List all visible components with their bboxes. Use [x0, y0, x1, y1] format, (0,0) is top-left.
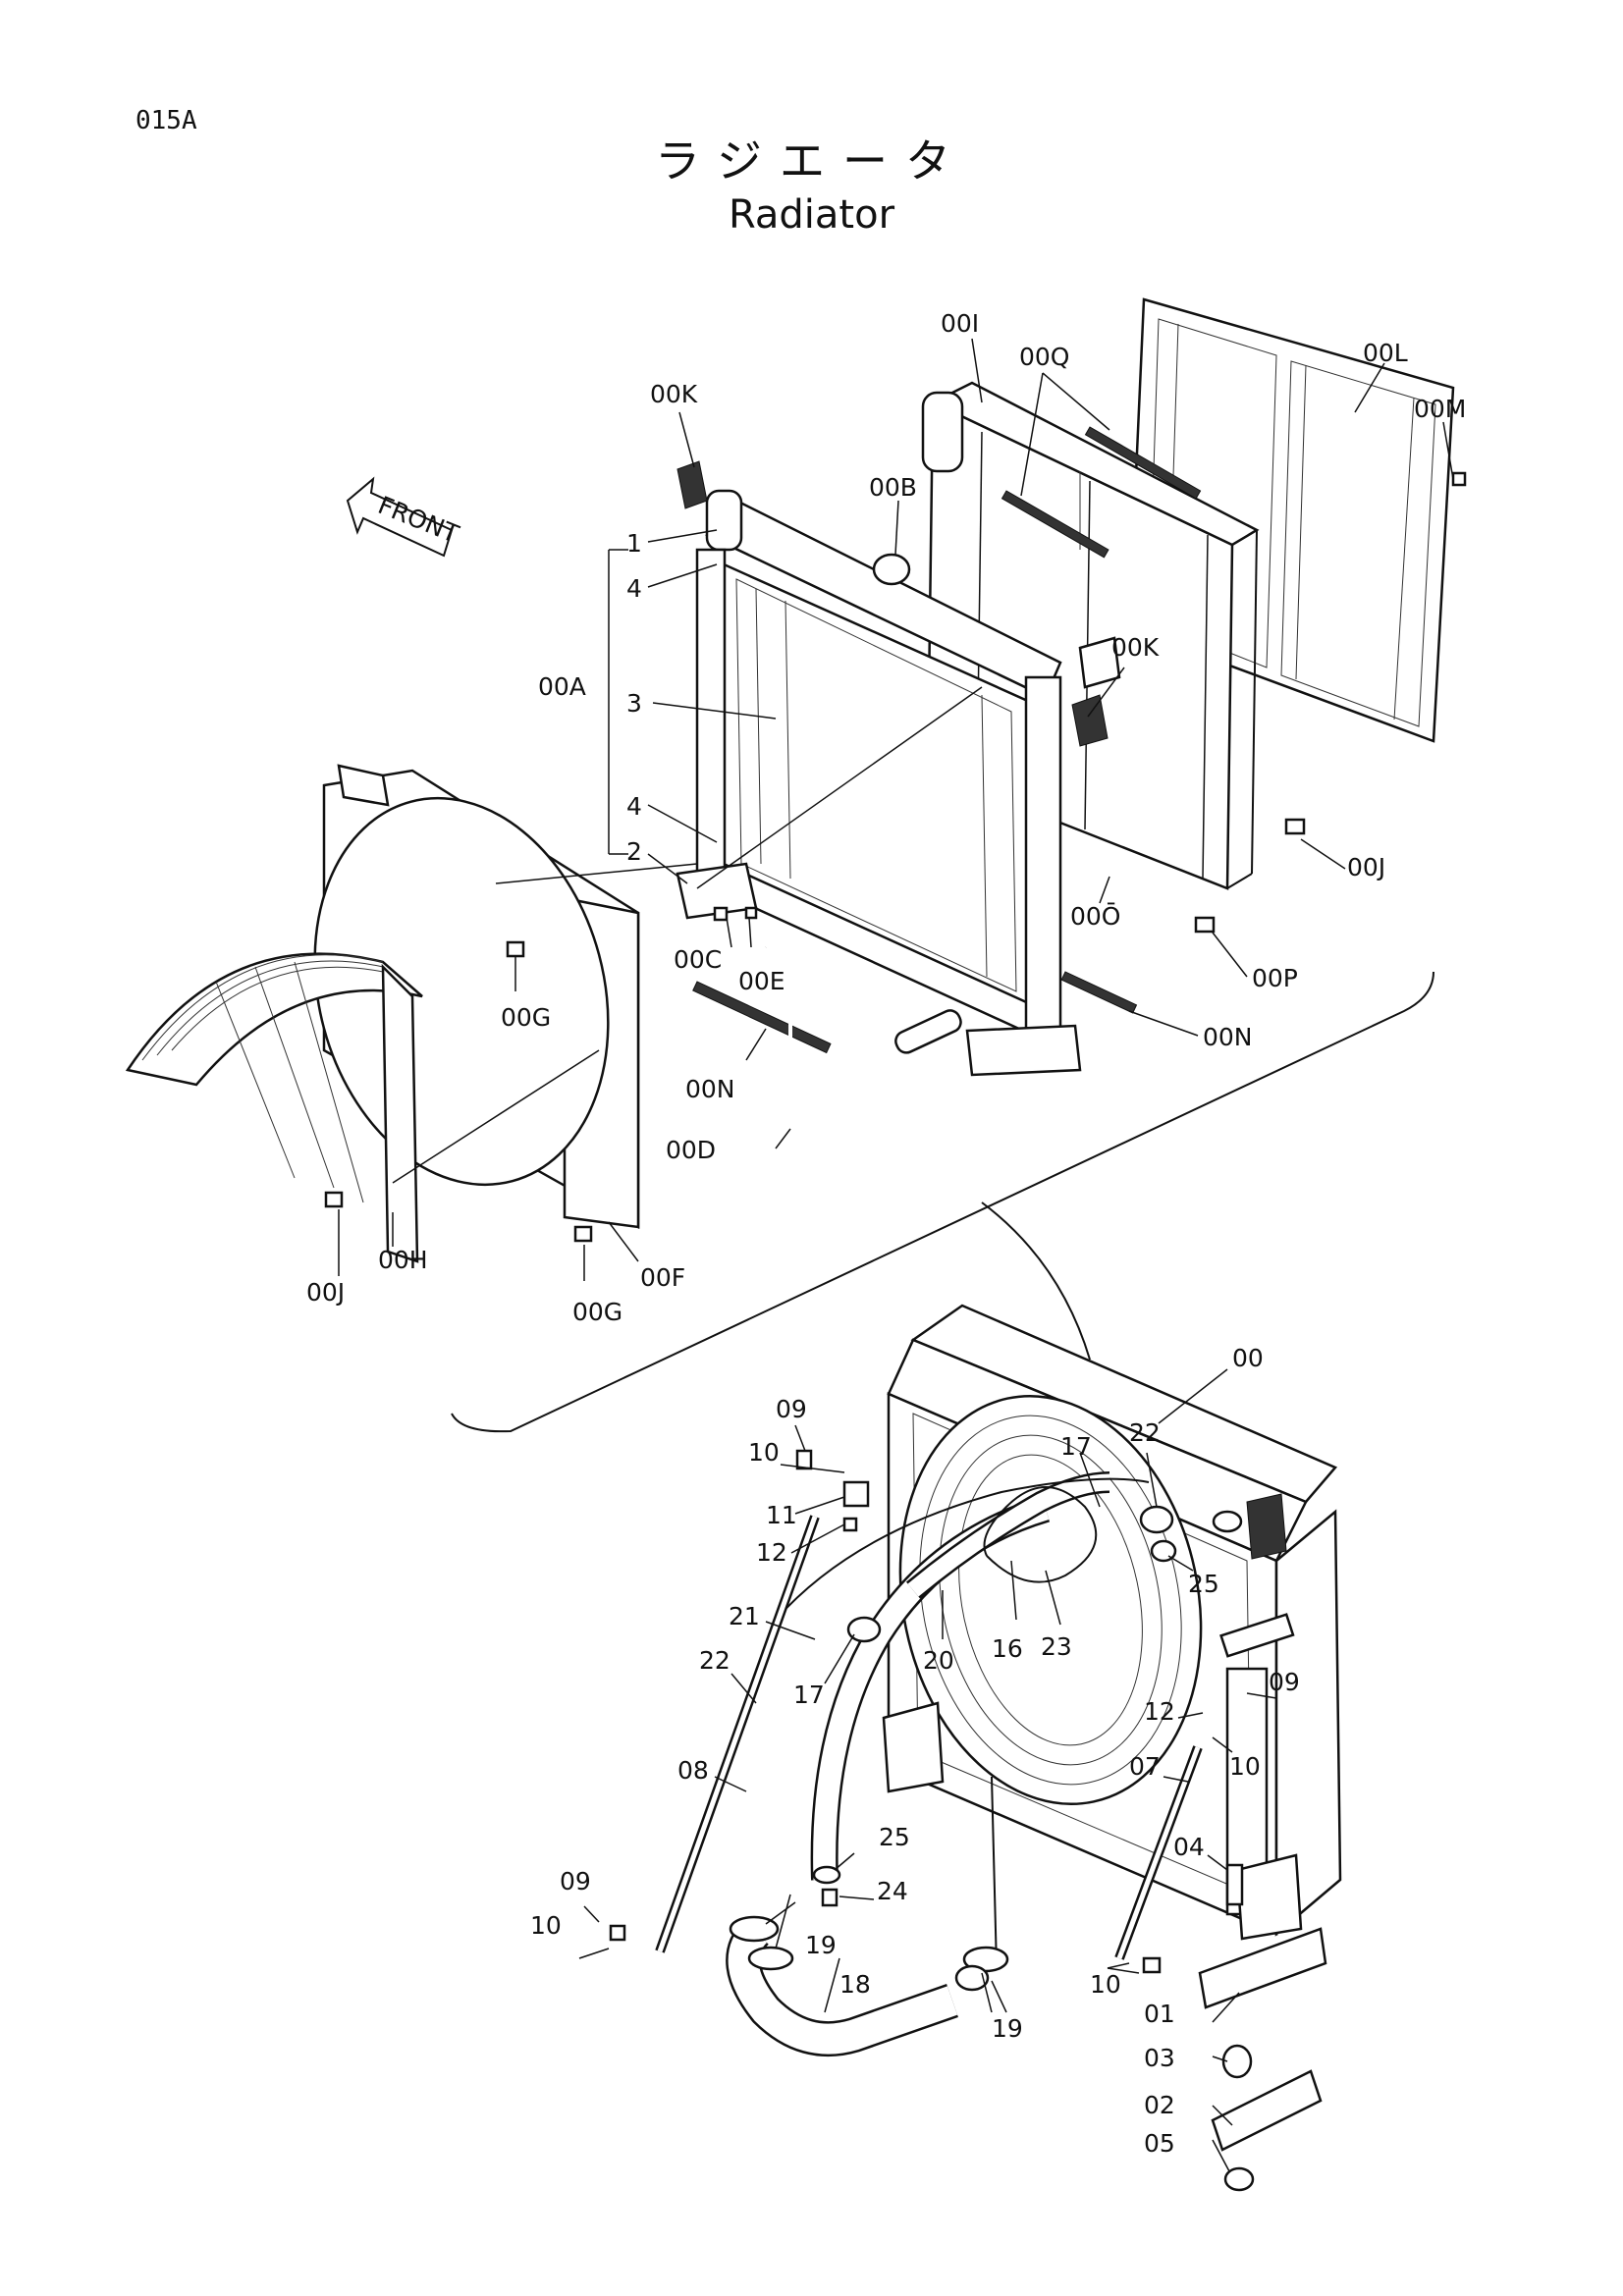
label-08: 08: [677, 1756, 709, 1785]
label-19b: 19: [992, 2014, 1023, 2043]
radiator-00A: [676, 489, 1121, 1077]
label-00N-b: 00N: [685, 1075, 735, 1103]
label-00P: 00P: [1252, 964, 1298, 992]
label-16: 16: [992, 1634, 1023, 1663]
label-00A: 00A: [538, 672, 586, 701]
label-17b: 17: [793, 1681, 825, 1709]
bolts-upper: [324, 471, 1467, 1243]
label-21: 21: [729, 1602, 760, 1630]
label-00J-b: 00J: [306, 1278, 345, 1307]
label-00: 00: [1232, 1344, 1264, 1372]
cushion-00K-b: [1071, 694, 1109, 747]
label-22b: 22: [699, 1646, 730, 1675]
label-07: 07: [1129, 1752, 1161, 1781]
label-2: 2: [626, 837, 642, 866]
label-00H: 00H: [378, 1246, 428, 1274]
seal-strip-00Q-a: [1084, 426, 1202, 500]
callout-labels: 00K 00I 00Q 00L 00M 00B 1 4 00A 3 00K 4 …: [306, 309, 1466, 2158]
label-00K-b: 00K: [1111, 633, 1160, 662]
label-00C: 00C: [674, 945, 722, 974]
label-00L: 00L: [1363, 339, 1408, 367]
label-04: 04: [1173, 1833, 1205, 1861]
label-00J-a: 00J: [1347, 853, 1385, 881]
label-25a: 25: [1188, 1570, 1219, 1598]
label-00Q: 00Q: [1019, 343, 1070, 371]
callout-curve: [981, 1201, 1091, 1361]
page-code: 015A: [135, 106, 197, 135]
fan-guard-00H: [125, 952, 423, 1263]
title-japanese: ラジエータ: [654, 134, 969, 187]
label-02: 02: [1144, 2091, 1175, 2119]
section-divider: [451, 971, 1434, 1433]
label-00E: 00E: [738, 967, 785, 995]
title-english: Radiator: [728, 192, 895, 238]
tube-16-23: [983, 1486, 1098, 1583]
label-1: 1: [626, 529, 642, 558]
label-10d: 10: [1090, 1970, 1121, 1999]
label-09b: 09: [1269, 1668, 1300, 1696]
cushion-00K-a: [676, 460, 708, 509]
front-arrow: FRONT: [346, 476, 463, 558]
label-24: 24: [877, 1877, 908, 1905]
label-25b: 25: [879, 1823, 910, 1851]
label-00K-a: 00K: [650, 380, 698, 408]
label-10c: 10: [530, 1911, 562, 1940]
seal-strip-00Q-b: [1001, 490, 1109, 559]
label-00D: 00D: [666, 1136, 716, 1164]
label-18: 18: [839, 1970, 871, 1999]
label-09a: 09: [776, 1395, 807, 1423]
label-03: 03: [1144, 2044, 1175, 2072]
label-00F: 00F: [640, 1263, 685, 1292]
strip-00N-b: [1060, 971, 1138, 1014]
label-00G-b: 00G: [572, 1298, 622, 1326]
tube-22: [991, 1776, 998, 1969]
label-00G-a: 00G: [501, 1003, 551, 1032]
front-label: FRONT: [374, 491, 463, 549]
label-01: 01: [1144, 2000, 1175, 2028]
leader-lines-upper: [338, 338, 1454, 1281]
tube-21: [775, 1477, 1150, 1621]
label-19a: 19: [805, 1931, 837, 1959]
label-00I: 00I: [941, 309, 979, 338]
label-23: 23: [1041, 1632, 1072, 1661]
label-12b: 12: [1144, 1697, 1175, 1726]
label-10b: 10: [1229, 1752, 1261, 1781]
label-12a: 12: [756, 1538, 787, 1567]
label-4a: 4: [626, 574, 642, 603]
strip-00N-a: [692, 981, 832, 1054]
label-05: 05: [1144, 2129, 1175, 2158]
label-20: 20: [923, 1646, 954, 1675]
label-10a: 10: [748, 1438, 780, 1467]
label-00N-a: 00N: [1203, 1023, 1253, 1051]
leader-lines-lower: [578, 1368, 1277, 2172]
radiator-assembly-00: [882, 1304, 1342, 1941]
label-11a: 11: [766, 1501, 797, 1529]
label-22a: 22: [1129, 1418, 1161, 1447]
label-4b: 4: [626, 792, 642, 821]
label-00O: 00Ō: [1070, 902, 1121, 931]
small-parts-lower: [609, 1449, 1327, 2192]
label-00M: 00M: [1414, 395, 1466, 423]
label-09c: 09: [560, 1867, 591, 1896]
label-00B: 00B: [869, 473, 917, 502]
label-3: 3: [626, 689, 642, 718]
label-17a: 17: [1060, 1432, 1092, 1461]
